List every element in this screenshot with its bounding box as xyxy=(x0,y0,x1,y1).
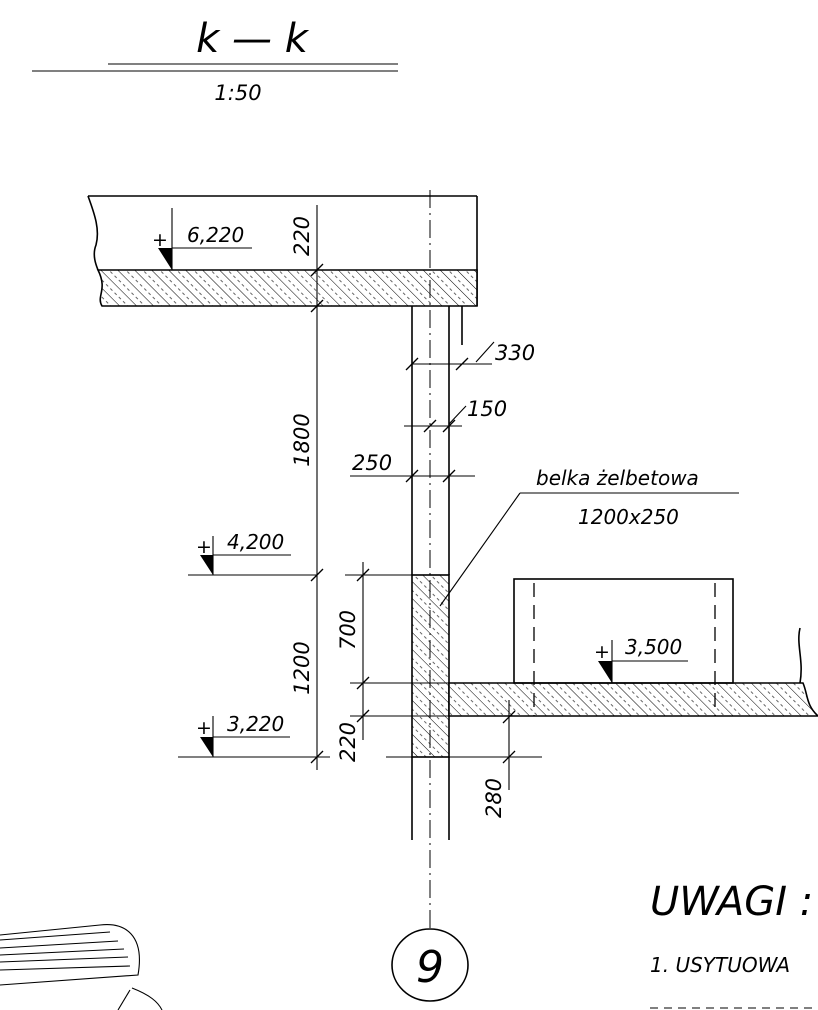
dim-slab-low: 220 xyxy=(336,722,360,762)
dim-slab-top: 220 xyxy=(290,216,314,256)
column xyxy=(411,306,463,840)
level-mid-value: 4,200 xyxy=(227,530,284,554)
axis-marker: 9 xyxy=(391,928,469,1002)
dim-width-250: 250 xyxy=(352,451,392,475)
top-slab xyxy=(87,195,478,307)
notes-heading: UWAGI : xyxy=(650,879,813,925)
vertical-dimensions xyxy=(305,205,449,770)
notes-block: UWAGI : 1. USYTUOWA xyxy=(650,879,818,1009)
axis-marker-label: 9 xyxy=(416,942,444,993)
level-right-value: 3,500 xyxy=(625,635,682,659)
beam-label-name: belka żelbetowa xyxy=(536,466,699,490)
level-top-value: 6,220 xyxy=(187,223,244,247)
dim-width-150: 150 xyxy=(467,397,507,421)
notes-item-1: 1. USYTUOWA xyxy=(650,953,790,977)
dim-height-1800: 1800 xyxy=(290,413,314,466)
dim-width-280: 280 xyxy=(482,778,506,818)
section-title-block: k — k 1:50 xyxy=(32,16,398,105)
upstand-box xyxy=(513,578,734,716)
level-marker-top: + 6,220 xyxy=(152,208,252,270)
partial-drawing-bottom-left xyxy=(0,924,163,1010)
level-marker-mid: + 4,200 xyxy=(188,530,317,576)
beam-section xyxy=(411,574,450,758)
level-low-plus: + xyxy=(196,717,212,739)
beam-label: belka żelbetowa 1200x250 xyxy=(439,466,739,607)
level-marker-right: + 3,500 xyxy=(594,635,688,683)
level-mid-plus: + xyxy=(196,536,212,558)
beam-label-size: 1200x250 xyxy=(578,505,679,529)
dim-width-330: 330 xyxy=(495,341,535,365)
section-scale: 1:50 xyxy=(214,81,261,105)
level-low-value: 3,220 xyxy=(227,712,284,736)
horizontal-dimensions xyxy=(350,341,542,790)
level-marker-low: + 3,220 xyxy=(178,712,330,758)
section-title: k — k xyxy=(196,16,310,62)
dim-height-700: 700 xyxy=(336,610,360,650)
level-top-plus: + xyxy=(152,229,168,251)
level-right-plus: + xyxy=(594,641,610,663)
dim-height-1200: 1200 xyxy=(290,641,314,694)
